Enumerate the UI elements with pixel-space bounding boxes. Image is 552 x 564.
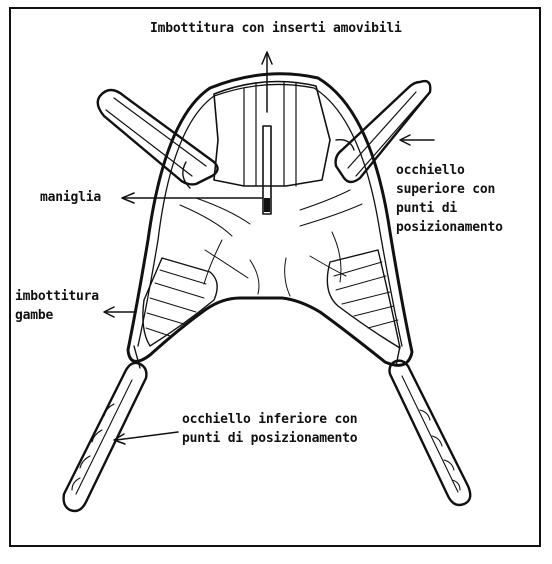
label-top-padding: Imbottitura con inserti amovibili bbox=[150, 21, 402, 36]
sling-body-outline bbox=[126, 72, 414, 367]
label-upper-loop: occhiello superiore con punti di posizio… bbox=[396, 161, 503, 237]
label-lower-loop-line-1: occhiello inferiore con bbox=[182, 412, 358, 427]
label-handle: maniglia bbox=[40, 190, 102, 205]
label-upper-loop-line-1: occhiello bbox=[396, 163, 465, 178]
label-upper-loop-line-4: posizionamento bbox=[396, 220, 503, 235]
sling-inner-seam-left bbox=[137, 95, 215, 347]
label-leg-padding-line-1: imbottitura bbox=[15, 289, 99, 304]
label-leg-padding: imbottitura gambe bbox=[15, 287, 99, 325]
label-leg-padding-line-2: gambe bbox=[15, 308, 54, 323]
diagram-frame bbox=[9, 7, 541, 547]
label-upper-loop-line-3: punti di bbox=[396, 201, 458, 216]
leg-padding-left bbox=[142, 257, 218, 347]
top-padding-panel bbox=[213, 80, 331, 187]
pointer-arrows bbox=[103, 51, 435, 445]
lower-right-loop bbox=[388, 345, 472, 507]
arrow-lower-loop bbox=[115, 431, 179, 441]
label-lower-loop: occhiello inferiore con punti di posizio… bbox=[182, 410, 358, 448]
leg-padding-right bbox=[326, 249, 401, 349]
label-lower-loop-line-2: punti di posizionamento bbox=[182, 431, 358, 446]
lower-left-loop bbox=[62, 345, 148, 513]
fabric-folds bbox=[179, 189, 363, 297]
handle-strap bbox=[262, 125, 272, 215]
label-upper-loop-line-2: superiore con bbox=[396, 182, 496, 197]
upper-left-loop bbox=[96, 88, 219, 189]
upper-right-loop bbox=[334, 79, 432, 184]
